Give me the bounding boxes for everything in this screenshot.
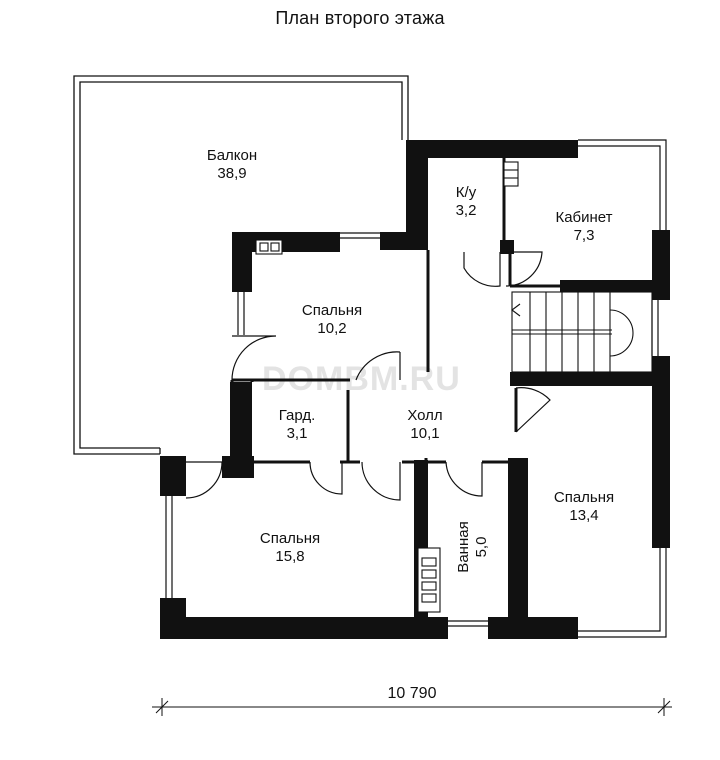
room-wc-area: 3,2 (456, 202, 477, 219)
windows (165, 139, 667, 638)
room-wardrobe-area: 3,1 (287, 425, 308, 442)
room-hall-area: 10,1 (410, 425, 439, 442)
room-labels: Балкон 38,9 К/у 3,2 Кабинет 7,3 Спальня … (207, 147, 614, 573)
room-hall-name: Холл (407, 407, 442, 424)
room-bedroom2-area: 15,8 (275, 548, 304, 565)
room-office-name: Кабинет (555, 209, 612, 226)
doors (185, 251, 551, 501)
room-wc-name: К/у (456, 184, 477, 201)
staircase (511, 291, 653, 373)
room-bedroom3-name: Спальня (554, 489, 614, 506)
room-bathroom-area: 5,0 (473, 537, 490, 558)
room-bedroom1-name: Спальня (302, 302, 362, 319)
room-bedroom3-area: 13,4 (569, 507, 598, 524)
dimension-width-label: 10 790 (388, 685, 437, 702)
fixtures (255, 161, 519, 613)
room-office-area: 7,3 (574, 227, 595, 244)
room-bathroom-name: Ванная (455, 521, 472, 572)
dimension-line (152, 698, 672, 716)
room-wardrobe-name: Гард. (279, 407, 316, 424)
interior-walls (230, 158, 652, 470)
room-balcony-name: Балкон (207, 147, 257, 164)
room-bedroom1-area: 10,2 (317, 320, 346, 337)
plan-title: План второго этажа (275, 8, 445, 28)
balcony-railing (73, 75, 409, 455)
room-bedroom2-name: Спальня (260, 530, 320, 547)
room-balcony-area: 38,9 (217, 165, 246, 182)
